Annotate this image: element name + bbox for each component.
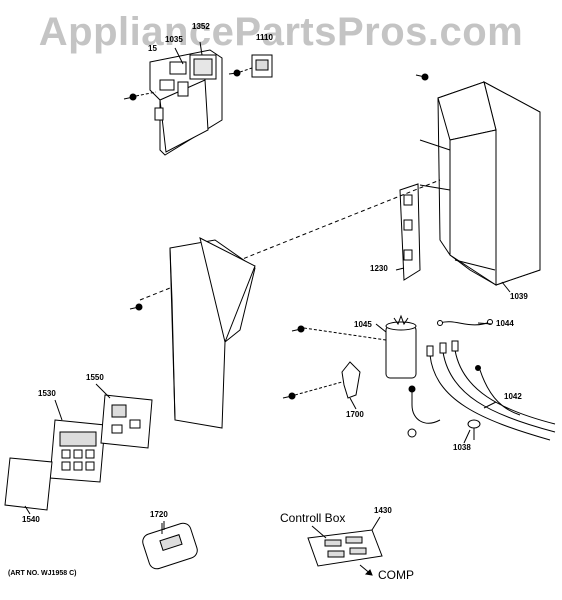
- circuit-board-1550: [100, 394, 153, 449]
- assembly-line: [139, 179, 441, 301]
- art-number: (ART NO. WJ1958 C): [8, 570, 77, 577]
- part-label-1042: 1042: [504, 392, 522, 401]
- part-label-15: 15: [148, 44, 157, 53]
- capacitor-1045: [291, 314, 417, 379]
- ground-wire: [407, 385, 441, 438]
- part-label-1035: 1035: [165, 35, 183, 44]
- label-sheet-1430: [307, 525, 383, 576]
- part-label-1038: 1038: [453, 443, 471, 452]
- relay-1110: [228, 54, 273, 78]
- part-label-1720: 1720: [150, 510, 168, 519]
- wire-harness-1042: [426, 340, 556, 441]
- clamp-1038: [467, 419, 481, 440]
- strap-1700: [282, 361, 361, 400]
- watermark: AppliancePartsPros.com: [38, 10, 524, 54]
- part-label-1110: 1110: [256, 33, 273, 42]
- cover-panel: [169, 237, 256, 429]
- comp-callout: COMP: [378, 568, 414, 582]
- part-label-1044: 1044: [496, 319, 514, 328]
- part-label-1430: 1430: [374, 506, 392, 515]
- part-label-1045: 1045: [354, 320, 372, 329]
- label-card-1540: [4, 457, 53, 511]
- part-label-1230: 1230: [370, 264, 388, 273]
- part-label-1039: 1039: [510, 292, 528, 301]
- wire-1044: [437, 319, 493, 326]
- part-label-1352: 1352: [192, 22, 210, 31]
- part-label-1530: 1530: [38, 389, 56, 398]
- screw-middle-left: [129, 303, 143, 311]
- screw-top-left: [123, 91, 157, 101]
- bracket-1230: [399, 183, 421, 281]
- part-label-1550: 1550: [86, 373, 104, 382]
- control-box-callout: Controll Box: [280, 511, 346, 525]
- display-board-1530: [49, 419, 106, 483]
- remote-control-1720: [142, 522, 198, 570]
- control-box-housing: [415, 73, 541, 286]
- part-label-1700: 1700: [346, 410, 364, 419]
- control-board-assembly: [149, 41, 223, 156]
- part-label-1540: 1540: [22, 515, 40, 524]
